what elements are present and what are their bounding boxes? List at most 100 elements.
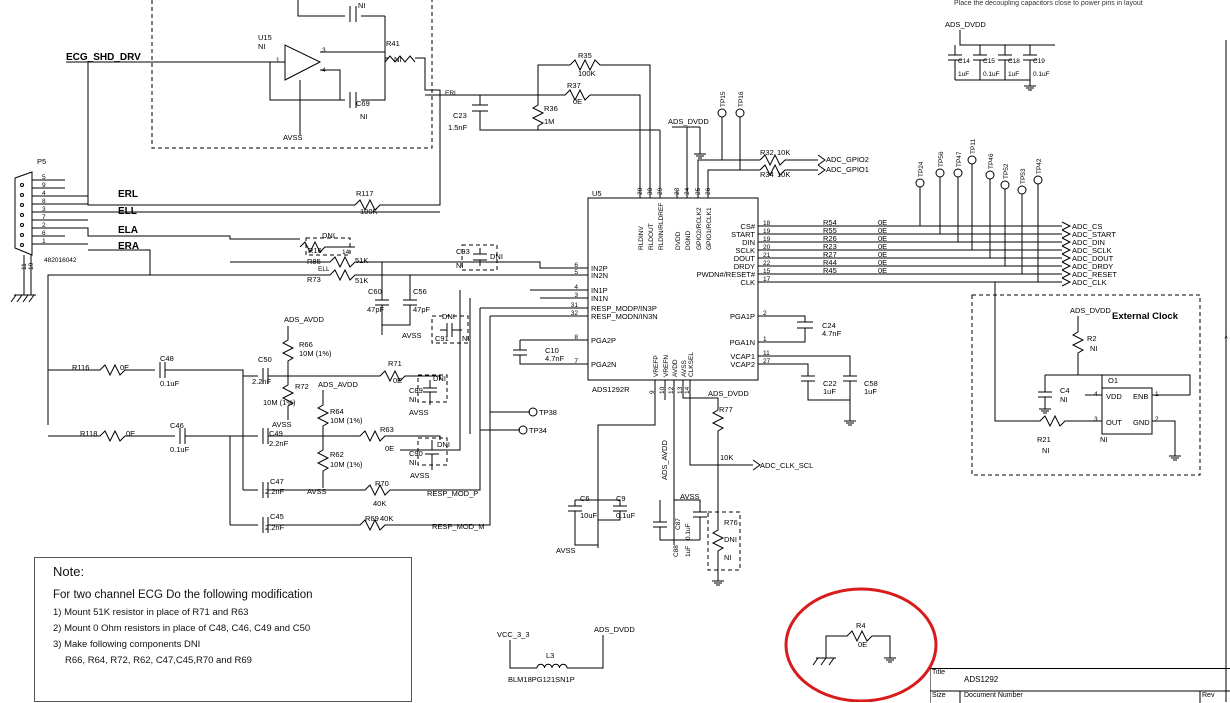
bus-net-label: ADC_DRDY bbox=[1072, 262, 1113, 271]
connector-p5: P5 5 9 4 8 3 7 2 6 1 11 10 482016042 bbox=[10, 157, 77, 303]
c15-value: 0.1uF bbox=[983, 71, 1000, 78]
bus-res-ref: R45 bbox=[823, 266, 837, 275]
bus-net-label: ADC_SCLK bbox=[1072, 246, 1112, 255]
title-value: ADS1292 bbox=[964, 675, 999, 684]
r66-ref: R66 bbox=[299, 340, 313, 349]
u5-pin-num: 25 bbox=[695, 187, 702, 195]
net-ads-dvdd-top: ADS_DVDD bbox=[668, 117, 709, 126]
net-ela: ELA bbox=[118, 225, 138, 236]
u5-pin-name: RLDINV bbox=[638, 225, 645, 250]
net-erl-small: ERL bbox=[445, 90, 458, 97]
u5-pin-num: 19 bbox=[763, 228, 771, 235]
bus-arrow bbox=[1061, 269, 1072, 279]
svg-text:GND: GND bbox=[1133, 418, 1150, 427]
c93-ref: C93 bbox=[456, 247, 470, 256]
u5-pin-name: AVDD bbox=[672, 359, 679, 377]
r85-value: 51K bbox=[355, 256, 368, 265]
u5-pin-name: PGA1N bbox=[730, 338, 755, 347]
net-ecg-shd-drv: ECG_SHD_DRV bbox=[66, 52, 141, 63]
net-ads-avdd-vert: ADS_AVDD bbox=[660, 440, 669, 480]
bus-res-ref: R54 bbox=[823, 218, 837, 227]
net-adc-clk-scl: ADC_CLK_SCL bbox=[760, 461, 813, 470]
c58-ref: C58 bbox=[864, 379, 878, 388]
bus-res-value: 0E bbox=[878, 242, 887, 251]
u5-pin-name: START bbox=[731, 230, 755, 239]
r32-value: 10K bbox=[777, 148, 790, 157]
bus-arrow bbox=[1061, 261, 1072, 271]
u5-pin-num: 10 bbox=[659, 386, 666, 394]
r36-ref: R36 bbox=[544, 104, 558, 113]
c91-value2: NI bbox=[462, 334, 470, 343]
tp34-label: TP34 bbox=[529, 426, 547, 435]
net-ads-dvdd-ext: ADS_DVDD bbox=[1070, 306, 1111, 315]
c6-value: 10uF bbox=[580, 511, 598, 520]
r72-value: 10M (1%) bbox=[263, 398, 296, 407]
r77-ref: R77 bbox=[719, 405, 733, 414]
r32-ref: R32 bbox=[760, 148, 774, 157]
u5-pin-num: 30 bbox=[647, 187, 654, 195]
u5-pin-name: IN1N bbox=[591, 294, 608, 303]
c89-ref: C89 bbox=[409, 386, 423, 395]
r4-ref: R4 bbox=[856, 621, 866, 630]
u5-pin-name: RLDOUT bbox=[648, 223, 655, 250]
r116-value: 0E bbox=[120, 363, 129, 372]
test-point-label: TP52 bbox=[1003, 163, 1010, 179]
u5-pin-name: PWDN#/RESET# bbox=[697, 270, 756, 279]
c4-value: NI bbox=[1060, 395, 1068, 404]
svg-text:14: 14 bbox=[342, 249, 350, 256]
r63-value: 0E bbox=[385, 444, 394, 453]
r37-ref: R37 bbox=[567, 81, 581, 90]
c60-value: 47pF bbox=[367, 305, 385, 314]
svg-text:3: 3 bbox=[1094, 416, 1098, 423]
ic-u5: U5 ADS1292R 28RLDINV30RLDOUT29RLDIN/RLDR… bbox=[571, 187, 775, 394]
c14-ref: C14 bbox=[958, 58, 970, 65]
u5-pin-name: IN2N bbox=[591, 271, 608, 280]
c22-value: 1uF bbox=[823, 387, 836, 396]
u5-pin-name: IN1P bbox=[591, 286, 608, 295]
avss-u15: AVSS bbox=[283, 133, 302, 142]
svg-text:9: 9 bbox=[42, 182, 46, 189]
u5-pin-num: 19 bbox=[763, 236, 771, 243]
c50-ref: C50 bbox=[258, 355, 272, 364]
note-sub: R66, R64, R72, R62, C47,C45,R70 and R69 bbox=[65, 655, 252, 666]
r2-value: NI bbox=[1090, 344, 1098, 353]
bus-arrow bbox=[1061, 277, 1072, 287]
u5-pin-num: 6 bbox=[574, 262, 578, 269]
r37-value: 0E bbox=[573, 97, 582, 106]
r21-ref: R21 bbox=[1037, 435, 1051, 444]
c47-value: 2.2nF bbox=[265, 487, 285, 496]
c48-ref: C48 bbox=[160, 354, 174, 363]
c9-value: 0.1uF bbox=[616, 511, 636, 520]
net-ell-small: ELL bbox=[318, 266, 330, 273]
u5-pin-name: RESP_MODN/IN3N bbox=[591, 312, 658, 321]
c69-ref: C69 bbox=[356, 99, 370, 108]
c9-ref: C9 bbox=[616, 494, 626, 503]
u5-pin-num: 2 bbox=[763, 310, 767, 317]
u5-pin-name: DRDY bbox=[734, 262, 755, 271]
external-clock-block: External Clock ADS_DVDD R2 NI C4 NI O1 V… bbox=[971, 282, 1201, 476]
net-ads-dvdd-r77: ADS_DVDD bbox=[708, 389, 749, 398]
u5-pin-num: 28 bbox=[637, 187, 644, 195]
c45-ref: C45 bbox=[270, 512, 284, 521]
shield-driver-block: NI U15 NI 1 3 4 AVSS R41 NI C69 NI bbox=[151, 0, 441, 195]
note-item-2: 2) Mount 0 Ohm resistors in place of C48… bbox=[53, 623, 311, 634]
u5-pin-num: 1 bbox=[763, 336, 767, 343]
c89-value2: NI bbox=[409, 395, 417, 404]
size-label: Size bbox=[932, 692, 946, 699]
test-point-label: TP53 bbox=[1020, 168, 1027, 184]
bus-res-ref: R44 bbox=[823, 258, 837, 267]
svg-text:VDD: VDD bbox=[1106, 392, 1122, 401]
r73-ref: R73 bbox=[307, 275, 321, 284]
u5-pin-name: DGND bbox=[685, 231, 692, 250]
c23-value: 1.5nF bbox=[448, 123, 468, 132]
u5-pin-name: PGA2P bbox=[591, 336, 616, 345]
bus-res-value: 0E bbox=[878, 218, 887, 227]
r62-ref: R62 bbox=[330, 450, 344, 459]
l3-ref: L3 bbox=[546, 651, 554, 660]
c49-ref: C49 bbox=[269, 429, 283, 438]
docnum-label: Document Number bbox=[964, 692, 1023, 699]
c91-value: DNI bbox=[442, 312, 455, 321]
bus-net-label: ADC_START bbox=[1072, 230, 1116, 239]
u5-pin-name: DVDD bbox=[675, 231, 682, 250]
